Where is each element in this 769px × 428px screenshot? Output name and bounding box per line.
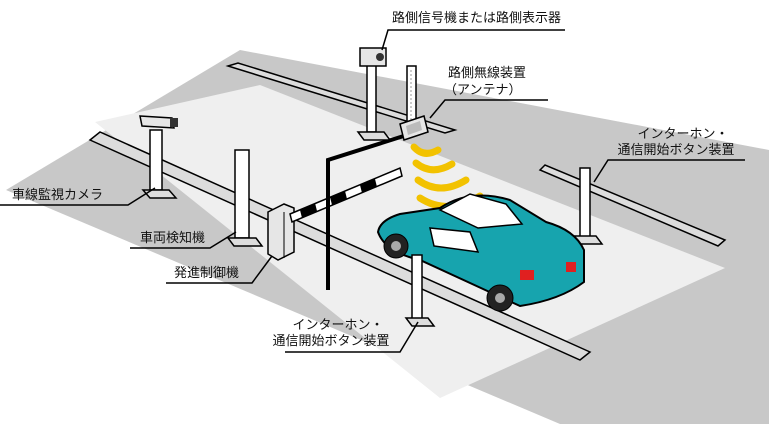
leader-lines	[0, 29, 745, 353]
gantry	[326, 132, 411, 290]
roadside-pole	[406, 65, 417, 127]
lane-camera	[139, 115, 178, 199]
label-roadside-radio-sub: （アンテナ）	[444, 83, 522, 98]
label-start-controller: 発進制御機	[174, 266, 240, 281]
intercom-post-bottom	[404, 254, 436, 327]
label-vehicle-detector: 車両検知機	[140, 231, 206, 246]
start-control-device	[267, 203, 295, 261]
barrier-arm	[289, 166, 403, 224]
label-intercom-right-1: インターホン・	[637, 127, 729, 142]
vehicle-detector	[226, 149, 264, 247]
roadside-signal	[356, 47, 392, 141]
car	[376, 193, 585, 312]
label-lane-camera: 車線監視カメラ	[12, 188, 104, 203]
intercom-post-right	[572, 167, 604, 245]
label-roadside-radio: 路側無線装置	[448, 66, 527, 81]
label-intercom-bottom-2: 通信開始ボタン装置	[272, 334, 390, 349]
label-roadside-signal: 路側信号機または路側表示器	[392, 11, 562, 26]
roadside-antenna	[399, 115, 429, 141]
label-intercom-right-2: 通信開始ボタン装置	[617, 143, 735, 158]
label-intercom-bottom-1: インターホン・	[292, 318, 384, 333]
